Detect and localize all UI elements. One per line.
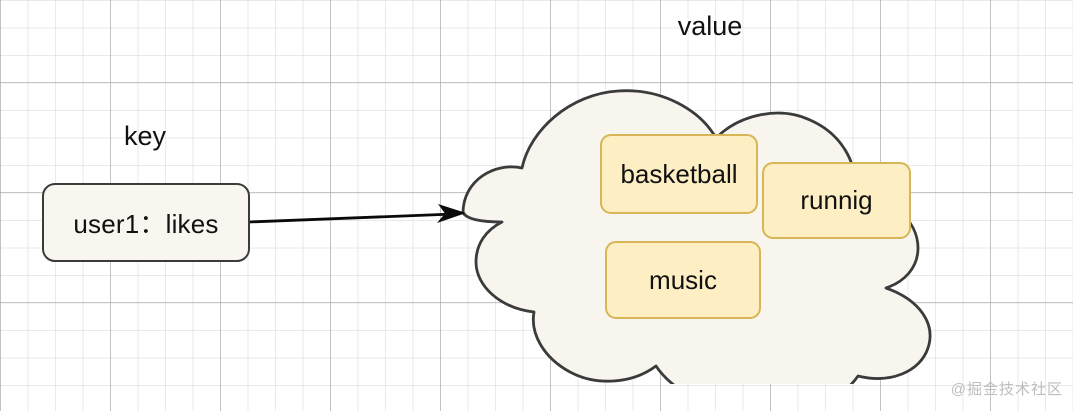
value-item-music[interactable]: music	[605, 241, 761, 319]
value-label: value	[677, 11, 743, 41]
arrow-head	[437, 204, 466, 223]
value-item-label: music	[649, 264, 717, 295]
key-to-value-arrow	[248, 204, 466, 224]
key-label: key	[123, 121, 167, 151]
value-item-label: basketball	[620, 158, 738, 189]
value-item-basketball[interactable]: basketball	[600, 134, 758, 214]
arrow-line	[248, 212, 455, 224]
key-node[interactable]: user1：likes	[42, 183, 250, 262]
key-node-text: user1：likes	[73, 209, 219, 239]
value-item-runnig[interactable]: runnig	[762, 162, 911, 239]
value-item-label: runnig	[800, 185, 873, 215]
watermark: @掘金技术社区	[950, 381, 1063, 398]
